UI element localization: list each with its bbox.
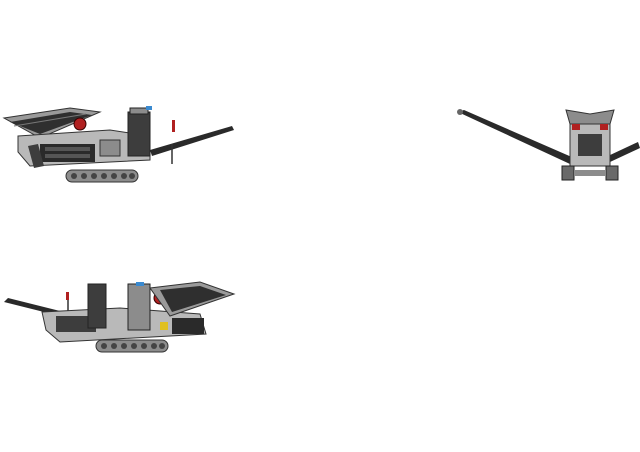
screening-plant-right-drawing [4,281,236,353]
right-conveyor [608,142,640,162]
track-rollers [101,343,165,349]
power-unit-left [87,283,107,329]
machine-rear-view [450,100,640,190]
screen-deck [45,147,90,151]
warning-sticker [160,322,168,330]
track-rollers [71,173,135,179]
screening-plant-rear-drawing [457,109,640,181]
side-panel-dark [56,316,96,332]
fines-conveyor [28,144,44,168]
screening-plant-left-drawing [2,106,234,183]
motor-red-left [572,124,580,130]
power-unit-right [127,283,151,331]
discharge-conveyor [150,126,234,156]
left-conveyor [458,110,574,164]
hopper-rail [13,113,87,127]
drive-motor-red [73,117,87,131]
rear-screen-box [578,134,602,156]
hopper-wings [565,109,615,125]
power-unit [127,111,151,157]
machine-side-view-right [0,278,240,358]
conveyor-head-pulley [457,109,463,115]
screen-box [40,144,95,162]
power-unit-cap [129,107,149,115]
track-left [561,165,575,181]
hopper-liner [160,286,226,312]
track-frame [574,170,606,176]
hopper-liner [10,112,92,134]
motor-red-right [600,124,608,130]
track-right [605,165,619,181]
screen-deck-lower [45,154,90,158]
warning-post [66,292,69,300]
machine-side-view-left [0,100,240,190]
screen-box [172,318,204,334]
indicator-blue [146,106,152,110]
side-panel [99,139,121,157]
indicator-blue [136,282,144,286]
warning-post [172,120,175,132]
